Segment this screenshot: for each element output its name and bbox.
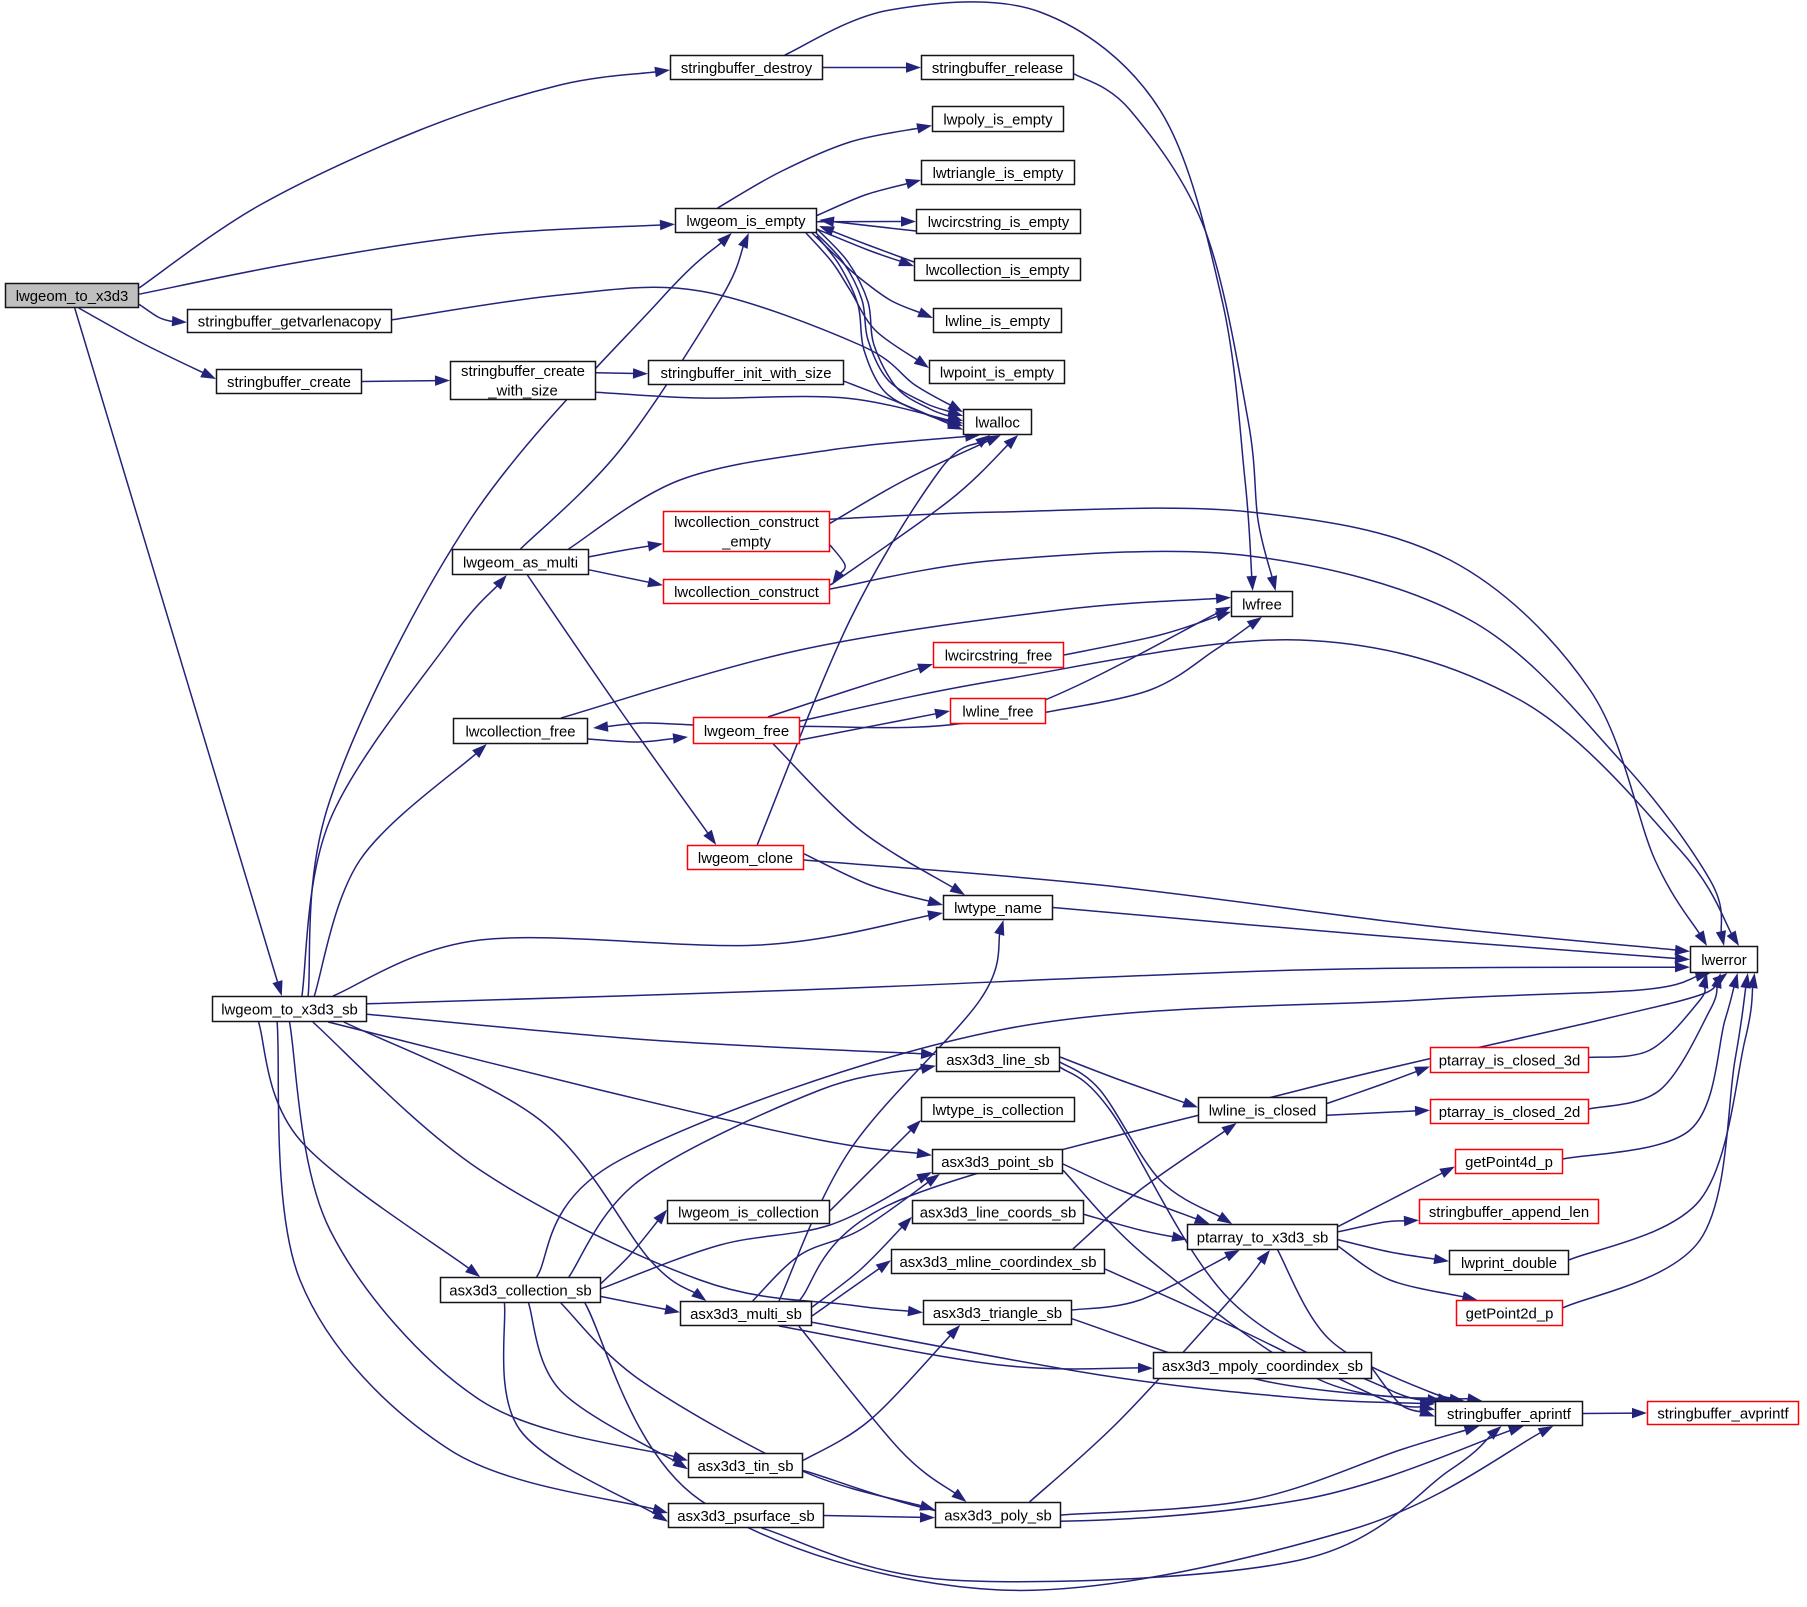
svg-text:stringbuffer_init_with_size: stringbuffer_init_with_size xyxy=(660,366,831,382)
svg-text:lwgeom_to_x3d3_sb: lwgeom_to_x3d3_sb xyxy=(221,1002,358,1018)
svg-text:lwcollection_is_empty: lwcollection_is_empty xyxy=(925,263,1070,279)
svg-text:asx3d3_mline_coordindex_sb: asx3d3_mline_coordindex_sb xyxy=(899,1255,1096,1271)
svg-text:asx3d3_triangle_sb: asx3d3_triangle_sb xyxy=(933,1306,1062,1322)
svg-text:asx3d3_tin_sb: asx3d3_tin_sb xyxy=(697,1459,793,1475)
svg-text:lwgeom_clone: lwgeom_clone xyxy=(698,851,793,867)
svg-text:asx3d3_psurface_sb: asx3d3_psurface_sb xyxy=(677,1509,814,1525)
svg-text:asx3d3_point_sb: asx3d3_point_sb xyxy=(941,1155,1054,1171)
svg-text:lwpoly_is_empty: lwpoly_is_empty xyxy=(943,112,1053,128)
svg-text:_empty: _empty xyxy=(721,535,771,551)
svg-text:asx3d3_collection_sb: asx3d3_collection_sb xyxy=(449,1283,591,1299)
svg-text:stringbuffer_release: stringbuffer_release xyxy=(932,61,1063,77)
svg-text:stringbuffer_avprintf: stringbuffer_avprintf xyxy=(1657,1406,1789,1422)
svg-text:lwgeom_free: lwgeom_free xyxy=(704,724,789,740)
svg-text:lwpoint_is_empty: lwpoint_is_empty xyxy=(940,365,1055,381)
svg-text:lwgeom_is_collection: lwgeom_is_collection xyxy=(678,1205,819,1221)
svg-text:stringbuffer_aprintf: stringbuffer_aprintf xyxy=(1447,1407,1572,1423)
svg-text:lwtype_name: lwtype_name xyxy=(954,901,1042,917)
svg-text:asx3d3_multi_sb: asx3d3_multi_sb xyxy=(690,1307,802,1323)
svg-text:asx3d3_line_coords_sb: asx3d3_line_coords_sb xyxy=(920,1205,1076,1221)
svg-text:lwtype_is_collection: lwtype_is_collection xyxy=(932,1103,1064,1119)
svg-text:lwerror: lwerror xyxy=(1701,953,1747,969)
svg-text:stringbuffer_create: stringbuffer_create xyxy=(227,375,351,391)
svg-text:stringbuffer_append_len: stringbuffer_append_len xyxy=(1429,1205,1589,1221)
svg-text:lwcircstring_is_empty: lwcircstring_is_empty xyxy=(928,215,1070,231)
svg-text:lwline_is_closed: lwline_is_closed xyxy=(1209,1103,1317,1119)
svg-text:ptarray_to_x3d3_sb: ptarray_to_x3d3_sb xyxy=(1197,1230,1329,1246)
svg-text:asx3d3_mpoly_coordindex_sb: asx3d3_mpoly_coordindex_sb xyxy=(1162,1359,1363,1375)
svg-text:lwtriangle_is_empty: lwtriangle_is_empty xyxy=(933,166,1064,182)
svg-text:lwgeom_as_multi: lwgeom_as_multi xyxy=(463,555,578,571)
svg-text:stringbuffer_create: stringbuffer_create xyxy=(461,364,585,380)
svg-text:lwcircstring_free: lwcircstring_free xyxy=(945,648,1053,664)
svg-text:getPoint4d_p: getPoint4d_p xyxy=(1465,1155,1553,1171)
svg-text:ptarray_is_closed_2d: ptarray_is_closed_2d xyxy=(1439,1105,1581,1121)
svg-text:_with_size: _with_size xyxy=(487,384,558,400)
svg-text:asx3d3_poly_sb: asx3d3_poly_sb xyxy=(944,1508,1052,1524)
svg-text:lwgeom_to_x3d3: lwgeom_to_x3d3 xyxy=(16,289,129,305)
svg-text:stringbuffer_destroy: stringbuffer_destroy xyxy=(681,61,813,77)
svg-text:lwline_free: lwline_free xyxy=(962,704,1033,720)
svg-text:asx3d3_line_sb: asx3d3_line_sb xyxy=(946,1053,1050,1069)
svg-text:lwcollection_construct: lwcollection_construct xyxy=(674,585,820,601)
svg-text:lwalloc: lwalloc xyxy=(975,415,1020,431)
svg-text:lwcollection_free: lwcollection_free xyxy=(465,724,575,740)
svg-text:lwprint_double: lwprint_double xyxy=(1461,1256,1557,1272)
svg-text:lwcollection_construct: lwcollection_construct xyxy=(674,515,820,531)
svg-text:lwfree: lwfree xyxy=(1242,597,1282,613)
svg-text:stringbuffer_getvarlenacopy: stringbuffer_getvarlenacopy xyxy=(198,314,382,330)
svg-text:ptarray_is_closed_3d: ptarray_is_closed_3d xyxy=(1439,1053,1581,1069)
svg-text:lwgeom_is_empty: lwgeom_is_empty xyxy=(686,214,806,230)
svg-text:getPoint2d_p: getPoint2d_p xyxy=(1466,1306,1554,1322)
svg-text:lwline_is_empty: lwline_is_empty xyxy=(945,314,1051,330)
